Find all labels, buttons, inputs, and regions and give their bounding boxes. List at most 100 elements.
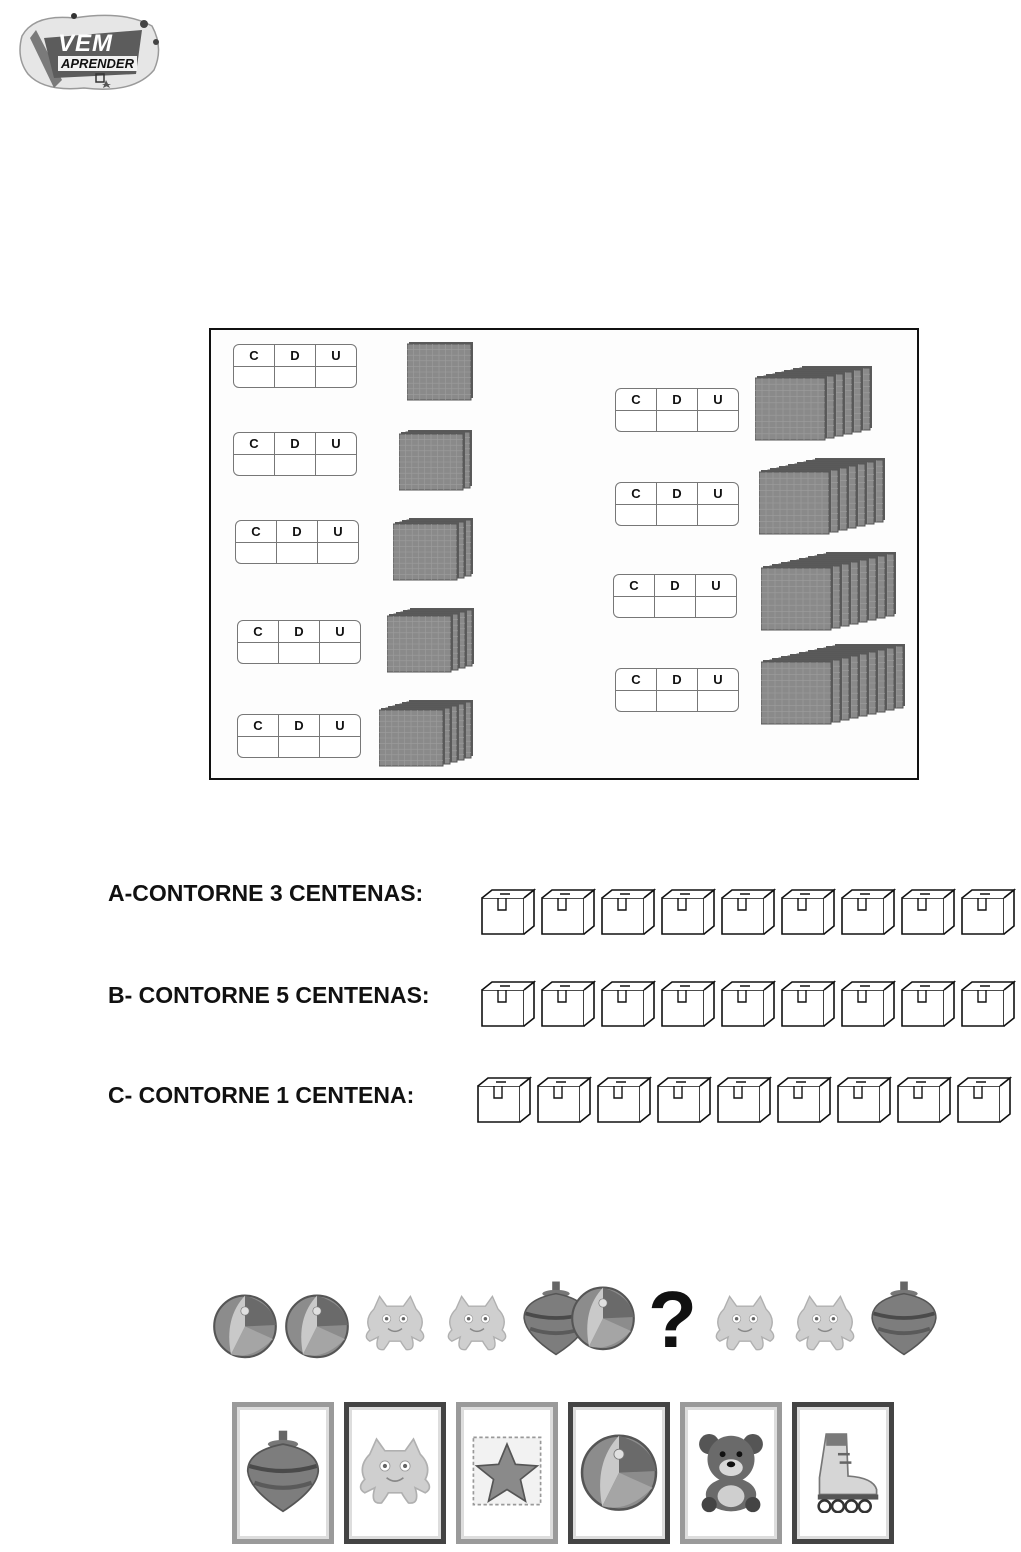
cdu-answer-cell-c[interactable] [236, 543, 276, 564]
teddy-bear-icon [689, 1429, 773, 1513]
hundred-box[interactable] [480, 980, 536, 1028]
ball-icon [577, 1429, 661, 1513]
hundred-box[interactable] [600, 888, 656, 936]
cdu-header-u: U [315, 345, 356, 366]
option-card-roller-skate[interactable] [792, 1402, 894, 1544]
hundred-box[interactable] [960, 888, 1016, 936]
cdu-answer-cell-d[interactable] [274, 455, 315, 476]
hundred-box[interactable] [896, 1076, 952, 1124]
cdu-header-d: D [656, 389, 697, 410]
hundred-block [761, 660, 833, 724]
cdu-answer-cell-u[interactable] [319, 643, 360, 664]
cdu-answer-cell-d[interactable] [278, 643, 319, 664]
option-card-star[interactable] [456, 1402, 558, 1544]
hundred-box[interactable] [720, 980, 776, 1028]
sequence-top-icon [866, 1280, 942, 1356]
cdu-header-d: D [274, 345, 315, 366]
cdu-header-u: U [317, 521, 358, 542]
hundred-box[interactable] [716, 1076, 772, 1124]
hundred-box[interactable] [660, 888, 716, 936]
cdu-answer-cell-d[interactable] [656, 505, 697, 526]
hundred-box[interactable] [596, 1076, 652, 1124]
cdu-answer-cell-d[interactable] [278, 737, 319, 758]
cdu-answer-cell-u[interactable] [697, 505, 738, 526]
hundred-block [407, 342, 473, 400]
hundred-block [399, 432, 465, 490]
hundred-box[interactable] [840, 888, 896, 936]
cdu-answer-cell-u[interactable] [319, 737, 360, 758]
hundred-block-stack-9 [761, 644, 907, 726]
hundred-box[interactable] [900, 980, 956, 1028]
cdu-answer-cell-u[interactable] [695, 597, 736, 618]
cdu-answer-cell-d[interactable] [654, 597, 695, 618]
cdu-header-d: D [276, 521, 317, 542]
cdu-header-d: D [654, 575, 695, 596]
cdu-header-u: U [697, 389, 738, 410]
hundred-block [759, 470, 831, 534]
hundred-box[interactable] [536, 1076, 592, 1124]
star-icon [465, 1429, 549, 1513]
hundred-block-stack-6 [755, 366, 874, 442]
hundred-box[interactable] [960, 980, 1016, 1028]
cdu-header-c: C [234, 433, 274, 454]
hundred-box[interactable] [836, 1076, 892, 1124]
option-card-ball[interactable] [568, 1402, 670, 1544]
option-card-top[interactable] [232, 1402, 334, 1544]
hundred-block-stack-7 [759, 458, 887, 536]
hundred-box[interactable] [540, 888, 596, 936]
cdu-answer-cell-d[interactable] [656, 411, 697, 432]
hundred-box[interactable] [720, 888, 776, 936]
cdu-answer-cell-c[interactable] [238, 643, 278, 664]
hundred-box[interactable] [600, 980, 656, 1028]
cdu-answer-cell-c[interactable] [614, 597, 654, 618]
hundred-box[interactable] [956, 1076, 1012, 1124]
cdu-answer-cell-u[interactable] [697, 411, 738, 432]
option-card-teddy-bear[interactable] [680, 1402, 782, 1544]
toy-option-cards [232, 1402, 912, 1550]
question-c-label: C- CONTORNE 1 CENTENA: [108, 1082, 414, 1109]
cdu-answer-cell-u[interactable] [697, 691, 738, 712]
hundred-box[interactable] [840, 980, 896, 1028]
hundred-box[interactable] [660, 980, 716, 1028]
hundred-box[interactable] [776, 1076, 832, 1124]
cdu-answer-cell-c[interactable] [616, 411, 656, 432]
hundred-block-stack-4 [387, 608, 476, 674]
hundred-box[interactable] [780, 888, 836, 936]
logo-text-aprender: APRENDER [58, 56, 137, 71]
hundred-block [755, 376, 827, 440]
hundred-box[interactable] [900, 888, 956, 936]
sequence-monster-icon [442, 1288, 512, 1358]
cdu-answer-cell-u[interactable] [315, 367, 356, 388]
cdu-answer-cell-d[interactable] [274, 367, 315, 388]
cdu-answer-cell-c[interactable] [234, 455, 274, 476]
question-b-boxes [480, 980, 1016, 1028]
cdu-header-c: C [616, 483, 656, 504]
cdu-answer-cell-c[interactable] [616, 505, 656, 526]
cdu-answer-cell-c[interactable] [616, 691, 656, 712]
cdu-answer-cell-d[interactable] [656, 691, 697, 712]
hundred-box[interactable] [780, 980, 836, 1028]
hundred-box[interactable] [540, 980, 596, 1028]
option-card-monster[interactable] [344, 1402, 446, 1544]
question-a-boxes [480, 888, 1016, 936]
hundred-box[interactable] [476, 1076, 532, 1124]
cdu-answer-cell-c[interactable] [238, 737, 278, 758]
cdu-answer-cell-d[interactable] [276, 543, 317, 564]
cdu-answer-cell-c[interactable] [234, 367, 274, 388]
hundred-box[interactable] [480, 888, 536, 936]
toy-sequence: ? [210, 1280, 930, 1370]
sequence-monster-icon [360, 1288, 430, 1358]
cdu-answer-cell-u[interactable] [317, 543, 358, 564]
hundred-box[interactable] [656, 1076, 712, 1124]
cdu-header-u: U [697, 483, 738, 504]
cdu-header-u: U [315, 433, 356, 454]
cdu-answer-cell-u[interactable] [315, 455, 356, 476]
